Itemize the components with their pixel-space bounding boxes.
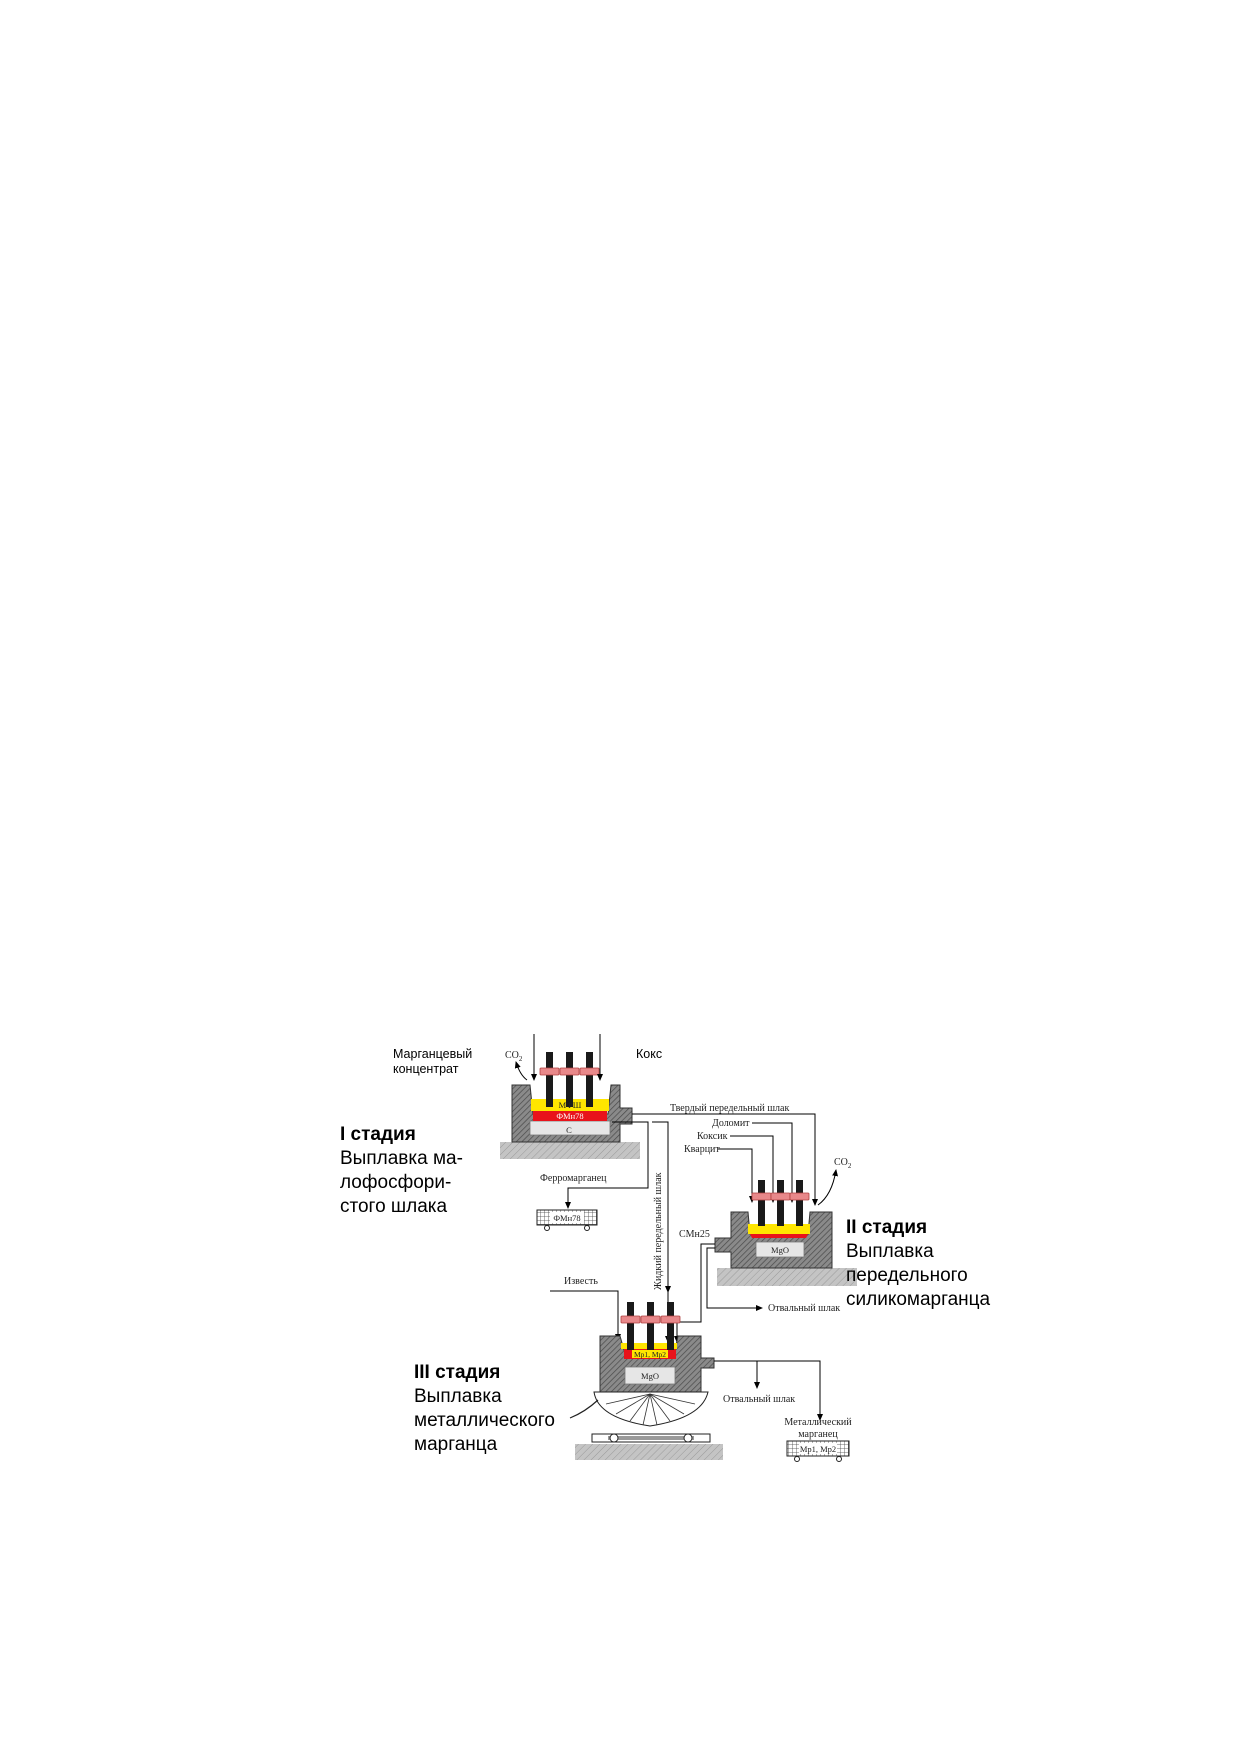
stage1-liquid-slag-label: Жидкий передельный шлак (653, 1172, 664, 1290)
stage2-floor (717, 1268, 857, 1286)
stage2-electrode-1 (758, 1180, 765, 1226)
stage2-gas-arrow (817, 1169, 839, 1206)
stage1-electrode-3 (586, 1052, 593, 1107)
stage3-desc-line2: металлического (414, 1410, 555, 1431)
stage3-electrode-3 (667, 1302, 674, 1350)
stage3-cart-label: Мр1, Мр2 (800, 1444, 836, 1454)
stage1-cart-wheel (544, 1225, 550, 1231)
stage3-desc-line1: Выплавка (414, 1386, 502, 1407)
stage3-caption: III стадия Выплавка металлического марга… (414, 1362, 555, 1455)
stage3-clamp-3 (660, 1315, 681, 1324)
stage3-bottom-label: MgO (641, 1371, 659, 1381)
stage1-input-concentrate-line2: концентрат (393, 1062, 459, 1076)
stage2-clamp-2 (770, 1192, 791, 1201)
stage2-metal-layer (750, 1234, 808, 1238)
stage3-output-slag: Отвальный шлак (723, 1394, 795, 1405)
stage2-clamp-3 (789, 1192, 810, 1201)
stage2-input-quartzite: Кварцит (684, 1144, 720, 1155)
stage1-desc-line2: лофосфори- (340, 1172, 451, 1193)
stage3-metal-label: Мр1, Мр2 (634, 1350, 666, 1359)
stage3-lime-arrow (550, 1290, 621, 1341)
stage3-cart-wheel (683, 1433, 693, 1443)
stage2-coke-arrow (730, 1135, 776, 1203)
stage2-inputs: Твердый передельный шлак Доломит Коксик … (670, 1103, 852, 1206)
stage1-furnace: МФШ ФМн78 C (500, 1052, 640, 1159)
stage1-slag-label: МФШ (559, 1100, 582, 1110)
stage1-cart-label: ФМн78 (553, 1213, 580, 1223)
stage1-input-concentrate-line1: Марганцевый (393, 1047, 472, 1061)
stage1-metal-label: ФМн78 (556, 1111, 583, 1121)
stage1-bottom-label: C (566, 1125, 572, 1135)
stage1-desc-line3: стого шлака (340, 1196, 448, 1217)
stage1-electrode-1 (546, 1052, 553, 1107)
stage3-metal-cart: Мр1, Мр2 (786, 1440, 850, 1462)
stage1-clamp-3 (579, 1067, 600, 1076)
stage2-title: II стадия (846, 1217, 927, 1238)
stage1-solid-slag-line (632, 1113, 818, 1206)
stage1-cart: ФМн78 (536, 1209, 598, 1231)
stage2-furnace-body (714, 1211, 833, 1269)
stage2-output-slag: Отвальный шлак (768, 1303, 840, 1314)
stage1-inputs: Марганцевый концентрат Кокс CO2 (393, 1034, 662, 1081)
stage1-clamp-1 (539, 1067, 560, 1076)
stage3-electrode-2 (647, 1302, 654, 1350)
stage2-slag-line (706, 1247, 763, 1311)
stage2-output-simn: СМн25 (679, 1229, 710, 1240)
stage3-input-lime: Известь (564, 1276, 598, 1287)
stage2-tap-line (674, 1243, 715, 1343)
stage3-lining (624, 1366, 676, 1385)
stage1-output-ferromanganese: Ферромарганец (540, 1173, 607, 1184)
stage3-output-metal-line2: марганец (798, 1429, 838, 1440)
stage3-outlet-line (714, 1360, 823, 1421)
stage1-tap-line (565, 1121, 649, 1209)
stage3-clamp-2 (640, 1315, 661, 1324)
stage2-input-solid-slag: Твердый передельный шлак (670, 1103, 789, 1114)
stage2-electrode-2 (777, 1180, 784, 1226)
stage2-desc-line3: силикомарганца (846, 1289, 991, 1310)
stage1-desc-line1: Выплавка ма- (340, 1148, 463, 1169)
stage2-outputs: СМн25 Отвальный шлак (674, 1229, 840, 1343)
stage3-outputs: Отвальный шлак Металлический марганец Мр… (714, 1360, 852, 1462)
stage1-cart-wheel (584, 1225, 590, 1231)
stage2-slag-layer (748, 1224, 810, 1234)
stage3-cradle-spokes (605, 1393, 696, 1426)
stage3-cart-wheel (609, 1433, 619, 1443)
stage1-electrode-2 (566, 1052, 573, 1107)
stage2-desc-line2: передельного (846, 1265, 968, 1286)
stage1-metal-layer (533, 1111, 607, 1121)
stage2-dolomite-arrow (752, 1122, 795, 1203)
stage3-spout (569, 1399, 599, 1419)
stage2-quartzite-arrow (718, 1148, 755, 1203)
stage1-gas-arrow (514, 1061, 528, 1081)
stage2-desc-line1: Выплавка (846, 1241, 934, 1262)
stage1-input-coke: Кокс (636, 1047, 662, 1061)
stage3-furnace: Мр1, Мр2 MgO (569, 1302, 723, 1460)
stage1-liquid-slag-line (652, 1121, 671, 1293)
stage1-gas-label: CO2 (505, 1050, 523, 1063)
stage3-output-metal-line1: Металлический (784, 1417, 852, 1428)
stage1-caption: I стадия Выплавка ма- лофосфори- стого ш… (340, 1124, 463, 1217)
stage3-clamp-1 (620, 1315, 641, 1324)
stage2-gas-label: CO2 (834, 1157, 852, 1170)
stage3-floor (575, 1444, 723, 1460)
stage2-lining (755, 1241, 805, 1258)
stage3-electrode-1 (627, 1302, 634, 1350)
stage3-title: III стадия (414, 1362, 500, 1383)
stage1-outputs: Ферромарганец ФМн78 Жидкий передельный ш… (536, 1113, 818, 1293)
stage2-caption: II стадия Выплавка передельного силикома… (846, 1217, 991, 1310)
stage3-metal-cart-wheel (836, 1456, 842, 1462)
stage2-input-dolomite: Доломит (712, 1118, 750, 1129)
stage3-metal-cart-wheel (794, 1456, 800, 1462)
stage2-furnace: MgO (714, 1180, 857, 1286)
stage1-clamp-2 (559, 1067, 580, 1076)
stage2-electrode-3 (796, 1180, 803, 1226)
stage3-desc-line3: марганца (414, 1434, 498, 1455)
stage1-floor (500, 1142, 640, 1159)
stage2-bottom-label: MgO (771, 1245, 789, 1255)
stage2-clamp-1 (751, 1192, 772, 1201)
stage1-title: I стадия (340, 1124, 416, 1145)
stage2-input-coke: Коксик (697, 1131, 728, 1142)
